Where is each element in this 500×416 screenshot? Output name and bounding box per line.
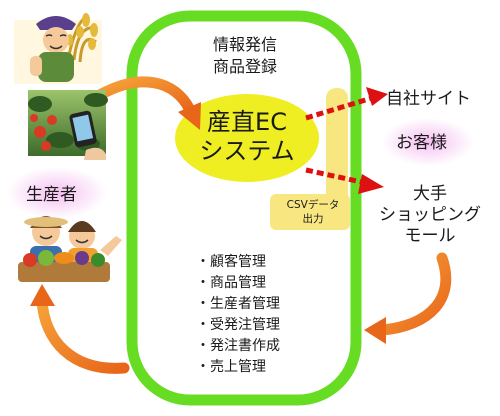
arrow-to-mall	[305, 167, 384, 194]
ec-title-line: システム	[199, 137, 295, 165]
customer-glow	[382, 118, 474, 166]
shopping-mall-label: 大手 ショッピング モール	[360, 184, 500, 247]
customer-label: お客様	[396, 133, 447, 153]
csv-label-line: CSVデータ	[286, 199, 340, 211]
producer-glow	[7, 167, 107, 219]
farmers-with-vegetables-icon	[18, 216, 122, 282]
arrow-mall-to-system	[376, 252, 452, 336]
arrow-producer-to-system-head	[178, 102, 201, 130]
ec-system-title: 産直EC システム	[190, 108, 304, 166]
top-label-line: 情報発信	[212, 35, 277, 54]
feature-item: 顧客管理	[196, 252, 280, 273]
arrow-system-to-producer	[36, 294, 130, 374]
feature-item: 商品管理	[196, 273, 280, 294]
mall-label-line: 大手	[413, 184, 447, 204]
csv-box	[270, 194, 350, 230]
feature-item: 発注書作成	[196, 336, 280, 357]
arrow-to-own-site	[305, 87, 388, 121]
system-frame	[126, 10, 362, 406]
producer-label: 生産者	[26, 185, 77, 205]
info-and-product-registration-label: 情報発信 商品登録	[180, 34, 310, 78]
ec-title-line: 産直EC	[207, 108, 287, 136]
feature-item: 売上管理	[196, 357, 280, 378]
arrow-system-to-producer-head	[30, 284, 55, 306]
smartphone-in-greenhouse-photo	[28, 90, 108, 160]
top-label-line: 商品登録	[212, 57, 277, 76]
feature-item: 受発注管理	[196, 315, 280, 336]
own-site-label: 自社サイト	[386, 89, 471, 109]
arrow-producer-to-system	[92, 76, 196, 116]
csv-label-line: 出力	[302, 213, 324, 225]
arrow-mall-to-system-head	[364, 317, 386, 344]
mall-label-line: モール	[404, 226, 456, 246]
csv-output-label: CSVデータ 出力	[272, 198, 354, 226]
mall-label-line: ショッピング	[379, 205, 481, 225]
feature-item: 生産者管理	[196, 294, 280, 315]
feature-list: 顧客管理 商品管理 生産者管理 受発注管理 発注書作成 売上管理	[196, 252, 280, 378]
farmer-with-rice-icon	[14, 13, 102, 84]
ec-system-bubble	[175, 94, 319, 182]
